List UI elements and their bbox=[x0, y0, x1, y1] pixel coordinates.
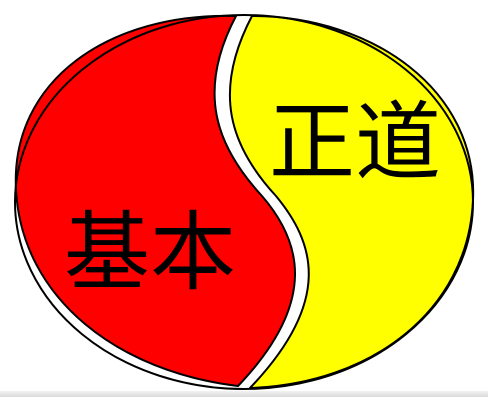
label-left: 基本 bbox=[64, 203, 236, 303]
red-half bbox=[14, 14, 296, 387]
yellow-half bbox=[228, 15, 475, 389]
outer-outline bbox=[14, 14, 474, 390]
label-right: 正道 bbox=[269, 93, 441, 193]
slide-bottom-edge bbox=[0, 391, 488, 397]
